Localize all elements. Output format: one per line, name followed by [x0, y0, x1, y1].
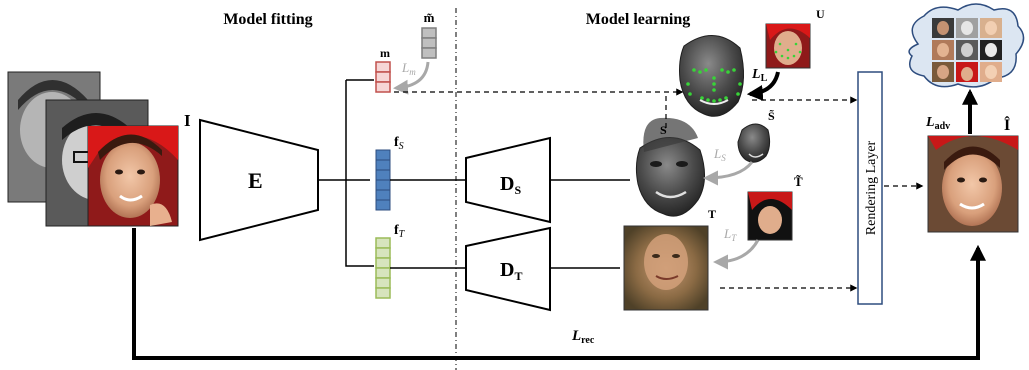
texture-decoder-label: DT [500, 259, 522, 283]
landmark-param-loss-arrow [393, 61, 430, 95]
t-label: T [708, 207, 716, 221]
texture-t [623, 225, 709, 311]
shape-mesh-s [635, 117, 705, 217]
adversarial-real-face-grid [932, 18, 1002, 82]
s-label: S [660, 123, 667, 137]
adversarial-loss-label: Ladv [925, 115, 950, 132]
output-image [927, 135, 1019, 233]
reconstruction-loss-path [132, 228, 986, 360]
rendering-layer-label: Rendering Layer [864, 140, 879, 235]
landmark-param-loss-label: Lm [401, 60, 416, 77]
texture-decoder-block [465, 226, 551, 312]
m-vector [375, 61, 391, 93]
adversarial-cloud [908, 3, 1025, 88]
input-images [7, 71, 179, 227]
shape-decoder-block [465, 136, 551, 224]
model-learning-title: Model learning [586, 11, 690, 28]
s-tilde-label: S̃ [768, 109, 775, 123]
shape-decoder-label: DS [500, 173, 521, 197]
encoder-label: E [248, 168, 263, 193]
input-label: I [184, 111, 191, 130]
f-s-label: fS [394, 135, 404, 152]
m-label: m [380, 46, 390, 60]
m-tilde-vector [421, 27, 437, 59]
texture-t-tilde [747, 191, 793, 241]
shape-loss-label: LS [713, 146, 726, 163]
t-tilde-label: T̃ [794, 174, 803, 189]
f-t-vector [375, 237, 391, 299]
f-t-label: fT [394, 223, 406, 240]
u-image [765, 23, 811, 69]
rendering-layer-block [857, 71, 883, 305]
shape-loss-arrow [703, 161, 754, 186]
u-label: U [816, 7, 825, 21]
landmark-mesh [679, 35, 744, 117]
model-fitting-title: Model fitting [223, 11, 312, 28]
texture-loss-arrow [713, 239, 760, 270]
shape-mesh-s-tilde [737, 123, 771, 163]
m-tilde-label: m̃ [424, 10, 435, 25]
encoder-block [199, 118, 319, 242]
landmark-loss-label: LL [751, 67, 768, 84]
reconstruction-loss-label: Lrec [571, 328, 595, 346]
landmark-loss-arrow [746, 71, 780, 101]
texture-loss-label: LT [723, 226, 737, 243]
output-label: Î [1004, 115, 1010, 134]
f-s-vector [375, 149, 391, 211]
